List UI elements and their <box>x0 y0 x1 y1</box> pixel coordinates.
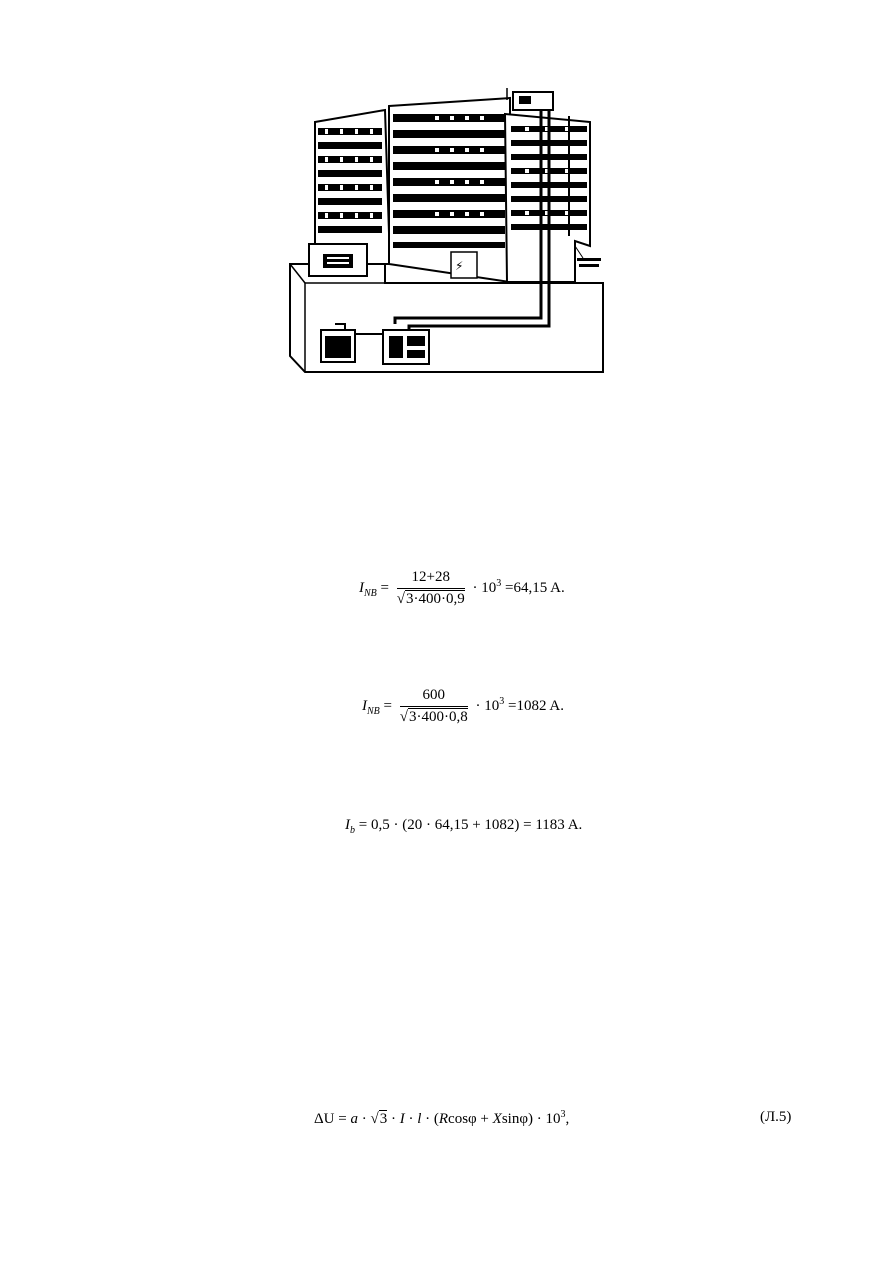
eq2-denominator-text: 3·400·0,8 <box>407 708 468 725</box>
equation-number: (Л.5) <box>760 1109 792 1125</box>
svg-text:⚡: ⚡ <box>455 259 463 273</box>
eq4-tail: , <box>565 1111 570 1127</box>
eq3-rhs: = 0,5 · (20 · 64,15 + 1082) = 1183 A. <box>358 817 583 833</box>
eq4-cos: cosφ + <box>448 1111 493 1127</box>
eq2-lhs-subscript: NB <box>367 705 380 717</box>
eq1-lhs-subscript: NB <box>364 587 377 599</box>
eq2-numerator: 600 <box>399 687 468 707</box>
equation-current-total: Ib = 0,5 · (20 · 64,15 + 1082) = 1183 A. <box>345 817 582 836</box>
eq2-exponent: 3 <box>499 695 505 707</box>
eq1-result: =64,15 A. <box>504 579 565 596</box>
eq4-R: R <box>438 1111 449 1127</box>
eq1-denominator-text: 3·400·0,9 <box>404 590 465 607</box>
eq4-sqrt3: 3 <box>378 1110 388 1127</box>
eq4-lhs: ΔU = <box>314 1111 351 1127</box>
eq4-a: a <box>350 1111 358 1127</box>
eq2-denominator: √3·400·0,8 <box>399 708 468 725</box>
eq4-exponent: 3 <box>560 1109 566 1120</box>
eq4-sin: sinφ) · 10 <box>501 1111 561 1127</box>
eq2-lhs-symbol: I <box>362 697 367 714</box>
eq1-numerator: 12+28 <box>396 569 465 589</box>
eq4-X: X <box>492 1111 502 1127</box>
eq3-lhs-subscript: b <box>350 825 355 836</box>
building-electrical-diagram: ⚡ <box>289 88 604 373</box>
equation-voltage-drop: ΔU = a · √3 · I · l · (Rcosφ + Xsinφ) · … <box>314 1109 570 1127</box>
eq3-lhs-symbol: I <box>345 817 350 833</box>
eq4-op-2: · <box>387 1111 400 1127</box>
eq4-op-3: · <box>404 1111 418 1127</box>
eq1-factor: · 10 <box>472 579 497 596</box>
eq1-lhs-symbol: I <box>359 579 364 596</box>
equation-current-1: INB = 12+28 √3·400·0,9 · 103 =64,15 A. <box>359 569 565 608</box>
eq4-l: l <box>417 1111 422 1127</box>
eq1-fraction: 12+28 √3·400·0,9 <box>396 569 465 608</box>
eq1-exponent: 3 <box>496 577 502 589</box>
eq2-factor: · 10 <box>475 697 500 714</box>
eq2-fraction: 600 √3·400·0,8 <box>399 687 468 726</box>
eq4-I: I <box>399 1111 405 1127</box>
eq4-op-1: · <box>357 1111 371 1127</box>
eq1-denominator: √3·400·0,9 <box>396 590 465 607</box>
eq4-paren: · ( <box>421 1111 439 1127</box>
equation-current-2: INB = 600 √3·400·0,8 · 103 =1082 A. <box>362 687 564 726</box>
building-illustration: ⚡ <box>285 86 605 374</box>
eq2-result: =1082 A. <box>507 697 564 714</box>
